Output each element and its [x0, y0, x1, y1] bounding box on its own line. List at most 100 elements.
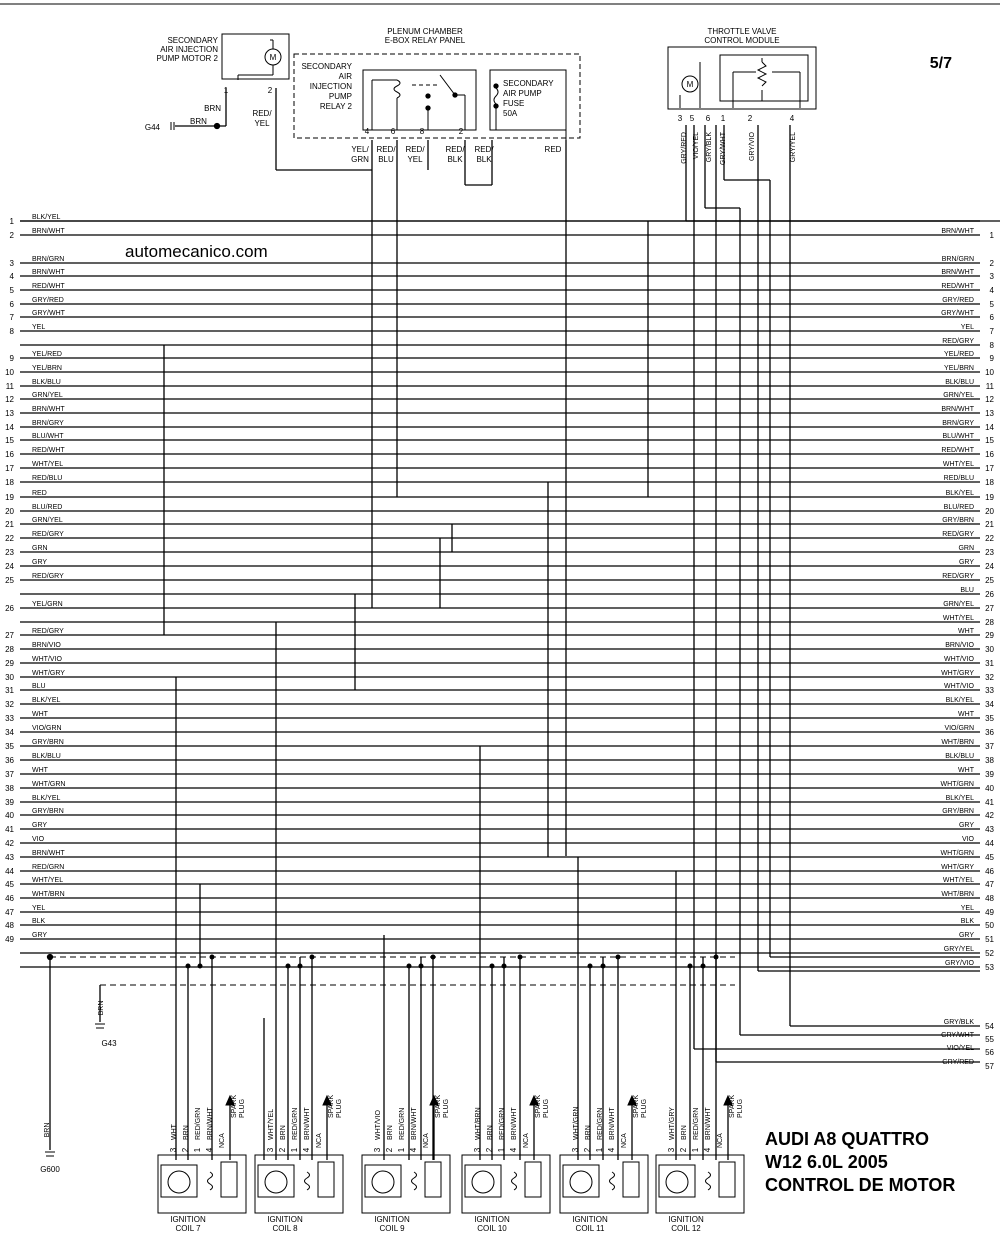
pump-pin-1: 1: [224, 86, 229, 95]
fuse-label-0: SECONDARY: [503, 79, 554, 88]
left-pin-41: 41: [5, 825, 14, 834]
coil-winding-icon-10: [511, 1171, 517, 1191]
left-pin-3: 3: [10, 259, 15, 268]
coil-sensor-box-11: [562, 1164, 600, 1198]
wire-fuse-out-0: RED/: [474, 145, 494, 154]
coil-label-12: IGNITION: [668, 1215, 704, 1224]
left-pin-34: 34: [5, 728, 14, 737]
relay-label-2: INJECTION: [310, 82, 352, 91]
throttle-motor-symbol: M: [687, 80, 694, 89]
right-pin-9: 9: [990, 354, 995, 363]
coil-sensor-icon-11: [569, 1170, 593, 1194]
coil-sensor-box-8: [257, 1164, 295, 1198]
coil-pin-7-4: 4: [205, 1147, 214, 1152]
right-pin-11: 11: [986, 382, 995, 391]
coil-sensor-box-9: [364, 1164, 402, 1198]
coil-pin-7-2: 2: [181, 1147, 190, 1152]
coil-label-9: IGNITION: [374, 1215, 410, 1224]
right-wire-56: VIO/YEL: [947, 1045, 974, 1052]
right-pin-27: 27: [985, 604, 994, 613]
coil-output-box-9: [424, 1161, 442, 1198]
left-wire-48: BLK: [32, 918, 46, 925]
plenum-chamber-box: [293, 53, 581, 139]
wire-relay-8-1: YEL: [407, 155, 423, 164]
coil-output-box-8: [317, 1161, 335, 1198]
right-pin-39: 39: [985, 770, 994, 779]
left-wire-15: BLU/WHT: [32, 433, 64, 440]
coil-spark-9: SPARK: [435, 1094, 442, 1118]
left-wire-40: GRY/BRN: [32, 808, 64, 815]
coil-box-11: [559, 1154, 649, 1214]
left-pin-29: 29: [5, 659, 14, 668]
coil-name-7: COIL 7: [175, 1224, 201, 1233]
coil-winding-icon-9: [411, 1171, 417, 1191]
right-pin-29: 29: [985, 631, 994, 640]
relay-label-3: PUMP: [329, 92, 352, 101]
coil-name-12: COIL 12: [671, 1224, 701, 1233]
left-wire-39: BLK/YEL: [32, 795, 61, 802]
right-pin-16: 16: [985, 450, 994, 459]
left-wire-18: RED/BLU: [32, 475, 62, 482]
coil-plug-11: PLUG: [641, 1099, 648, 1118]
left-pin-28: 28: [5, 645, 14, 654]
right-wire-11: BLK/BLU: [945, 379, 974, 386]
coil-wire-8-0: WHT/YEL: [268, 1109, 275, 1140]
relay-pin-4: 4: [365, 127, 370, 136]
left-pin-4: 4: [10, 272, 15, 281]
right-wire-39: WHT: [958, 767, 975, 774]
left-pin-6: 6: [10, 300, 15, 309]
throttle-pin-5: 4: [790, 114, 795, 123]
coil-spark-7: SPARK: [231, 1094, 238, 1118]
left-pin-18: 18: [5, 478, 14, 487]
left-pin-17: 17: [5, 464, 14, 473]
left-wire-24: GRY: [32, 559, 47, 566]
coil-wire-10-1: BRN: [487, 1125, 494, 1140]
ground-g43-wire: BRN: [98, 1001, 105, 1016]
right-wire-6: GRY/WHT: [941, 310, 975, 317]
coil-wire-7-2: RED/GRN: [195, 1108, 202, 1140]
coil-wire-12-0: WHT/GRY: [669, 1107, 676, 1140]
left-pin-14: 14: [5, 423, 14, 432]
throttle-motor-icon: [681, 75, 699, 93]
right-wire-26: BLU: [960, 587, 974, 594]
left-pin-9: 9: [10, 354, 15, 363]
left-pin-25: 25: [5, 576, 14, 585]
right-wire-18: RED/BLU: [944, 475, 974, 482]
left-pin-35: 35: [5, 742, 14, 751]
pump-motor-symbol: M: [270, 53, 277, 62]
right-wire-15: BLU/WHT: [943, 433, 975, 440]
right-pin-37: 37: [985, 742, 994, 751]
left-pin-46: 46: [5, 894, 14, 903]
coil-name-8: COIL 8: [272, 1224, 298, 1233]
coil-wire-10-2: RED/GRN: [499, 1108, 506, 1140]
wire-relay-6-1: BLU: [378, 155, 394, 164]
coil-pin-7-3: 3: [169, 1147, 178, 1152]
right-pin-10: 10: [985, 368, 994, 377]
coil-pin-10-4: 4: [509, 1147, 518, 1152]
right-wire-49: YEL: [961, 905, 974, 912]
left-pin-49: 49: [5, 935, 14, 944]
relay-pin-6: 6: [391, 127, 396, 136]
left-wire-35: GRY/BRN: [32, 739, 64, 746]
coil-wire-12-1: BRN: [681, 1125, 688, 1140]
right-wire-38: BLK/BLU: [945, 753, 974, 760]
wire-relay-2-1: BLK: [447, 155, 463, 164]
right-pin-20: 20: [985, 507, 994, 516]
left-pin-16: 16: [5, 450, 14, 459]
coil-output-box-7: [220, 1161, 238, 1198]
coil-box-7: [157, 1154, 247, 1214]
right-pin-13: 13: [985, 409, 994, 418]
left-wire-45: WHT/YEL: [32, 877, 63, 884]
left-pin-8: 8: [10, 327, 15, 336]
coil-pin-12-2: 2: [679, 1147, 688, 1152]
right-wire-29: WHT: [958, 628, 975, 635]
splice-dot-8: [430, 954, 436, 960]
right-wire-17: WHT/YEL: [943, 461, 974, 468]
splice-dot-0: [185, 963, 191, 969]
coil-wire-12-2: RED/GRN: [693, 1108, 700, 1140]
plenum-label-1: E-BOX RELAY PANEL: [385, 36, 466, 45]
right-pin-21: 21: [985, 520, 994, 529]
left-wire-6: GRY/RED: [32, 297, 64, 304]
right-wire-47: WHT/YEL: [943, 877, 974, 884]
right-wire-20: BLU/RED: [944, 504, 974, 511]
